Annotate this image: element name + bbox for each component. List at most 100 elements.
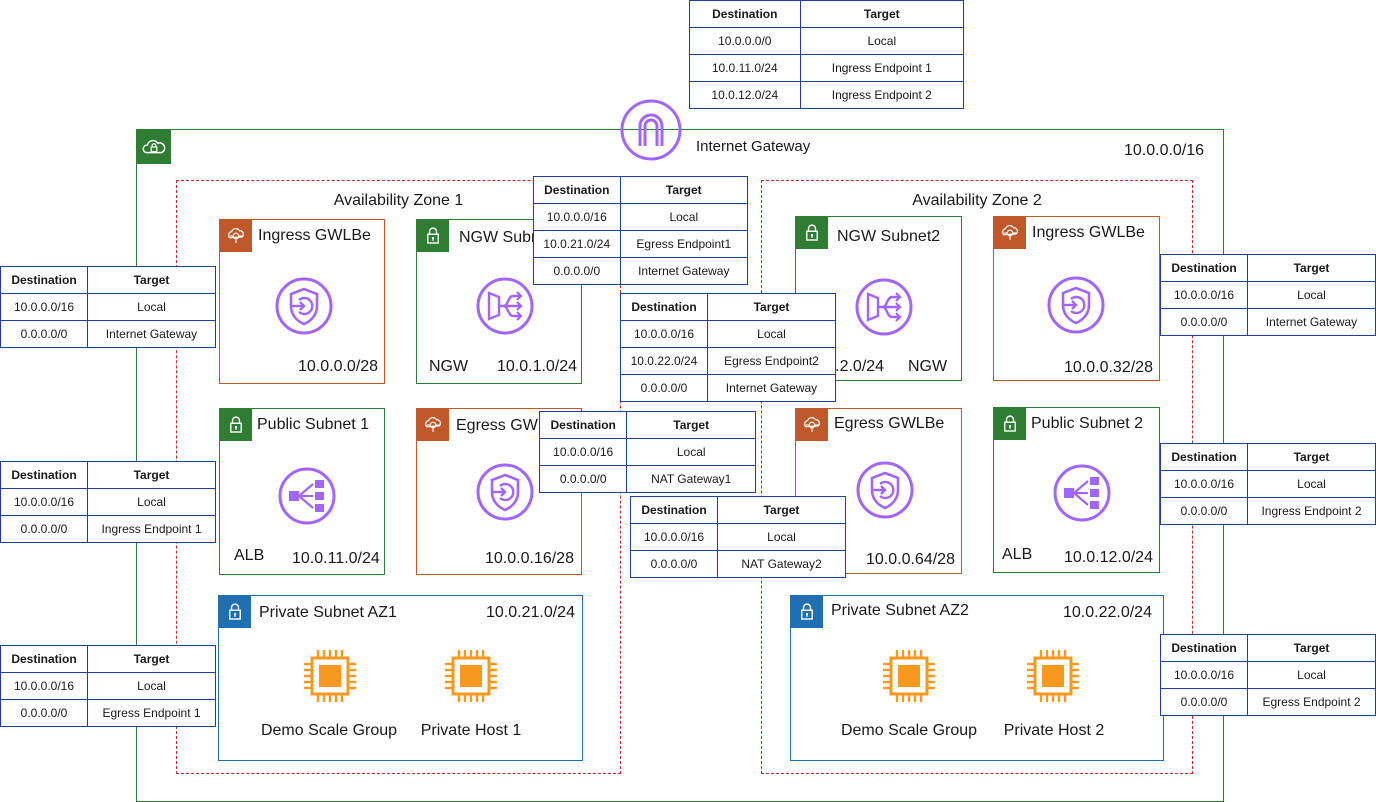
target-header: Target [707,293,836,321]
subnet-cidr: 10.0.0.32/28 [1064,359,1153,376]
route-target: Local [87,488,216,516]
az2-private-subnet: Private Subnet AZ2 10.0.22.0/24 Demo Sca… [790,595,1164,761]
destination-header: Destination [0,645,88,673]
internet-gateway-label: Internet Gateway [696,138,811,155]
route-target: Internet Gateway [87,320,216,348]
subnet-cidr: 10.0.1.0/24 [497,358,578,375]
route-destination: 10.0.0.0/16 [1160,281,1248,309]
destination-header: Destination [1160,634,1248,662]
az2-ingress-gwlbe-subnet: Ingress GWLBe 10.0.0.32/28 [993,216,1160,381]
route-destination: 0.0.0.0/0 [0,320,88,348]
route-destination: 0.0.0.0/0 [538,465,628,493]
az1-title: Availability Zone 1 [333,192,464,209]
ec2-label: Demo Scale Group [260,722,398,739]
target-header: Target [1247,443,1376,471]
target-header: Target [626,411,756,439]
subnet-title: Egress GWLBe [456,417,567,434]
subnet-title: Private Subnet AZ2 [831,602,969,619]
subnet-cidr: 10.0.21.0/24 [486,604,575,621]
route-target: Egress Endpoint 2 [1247,688,1376,716]
target-header: Target [1247,254,1376,282]
route-target: Local [1247,661,1376,689]
gwlbe-icon [417,409,449,441]
vpc-cloud-lock-icon [137,130,171,164]
destination-header: Destination [689,0,801,28]
route-destination: 10.0.22.0/24 [620,347,708,375]
route-target: NAT Gateway2 [717,550,846,578]
destination-header: Destination [1160,443,1248,471]
gwlbe-icon [796,409,828,441]
lock-icon [417,220,449,252]
gateway-load-balancer-endpoint-icon [274,276,334,341]
route-destination: 10.0.0.0/16 [1160,661,1248,689]
route-destination: 10.0.0.0/0 [689,27,801,55]
nat-gateway-icon [854,277,914,342]
route-target: Ingress Endpoint 1 [799,54,965,82]
route-destination: 0.0.0.0/0 [630,550,718,578]
destination-header: Destination [0,266,88,294]
route-target: Egress Endpoint1 [619,230,749,258]
subnet-service-label: NGW [908,358,948,375]
subnet-cidr: 10.0.0.64/28 [866,551,955,568]
ec2-instance-icon [1023,646,1083,711]
destination-header: Destination [620,293,708,321]
subnet-service-label: ALB [1002,546,1033,563]
subnet-cidr: 10.0.12.0/24 [1064,549,1153,566]
route-destination: 0.0.0.0/0 [533,257,621,285]
destination-header: Destination [1160,254,1248,282]
subnet-cidr: 10.0.22.0/24 [1063,604,1152,621]
route-destination: 10.0.0.0/16 [0,293,88,321]
gwlbe-icon [220,220,252,252]
route-destination: 10.0.0.0/16 [620,320,708,348]
target-header: Target [1247,634,1376,662]
destination-header: Destination [538,411,628,439]
route-destination: 0.0.0.0/0 [0,699,88,727]
subnet-cidr: 10.0.0.16/28 [485,550,574,567]
route-destination: 0.0.0.0/0 [1160,688,1248,716]
lock-icon [219,596,251,628]
application-load-balancer-icon [277,466,337,531]
gateway-load-balancer-endpoint-icon [1046,275,1106,340]
target-header: Target [717,496,846,524]
target-header: Target [87,645,216,673]
lock-icon [220,409,252,441]
route-destination: 10.0.11.0/24 [689,54,801,82]
route-target: Ingress Endpoint 2 [799,81,965,109]
az1-ingress-gwlbe-subnet: Ingress GWLBe 10.0.0.0/28 [219,219,385,384]
az2-egress-gwlbe-subnet: Egress GWLBe 10.0.0.64/28 [795,408,962,574]
gateway-load-balancer-endpoint-icon [855,460,915,525]
route-target: Local [87,672,216,700]
destination-header: Destination [533,176,621,204]
lock-icon [791,596,823,628]
destination-header: Destination [0,461,88,489]
route-destination: 10.0.0.0/16 [538,438,628,466]
vpc-cidr: 10.0.0.0/16 [1124,142,1205,159]
ec2-label: Private Host 1 [420,722,522,739]
ec2-instance-icon [441,646,501,711]
target-header: Target [87,461,216,489]
route-destination: 0.0.0.0/0 [620,374,708,402]
route-destination: 10.0.0.0/16 [1160,470,1248,498]
ec2-label: Demo Scale Group [840,722,978,739]
lock-icon [994,408,1026,440]
az1-private-subnet: Private Subnet AZ1 10.0.21.0/24 Demo Sca… [218,595,583,761]
